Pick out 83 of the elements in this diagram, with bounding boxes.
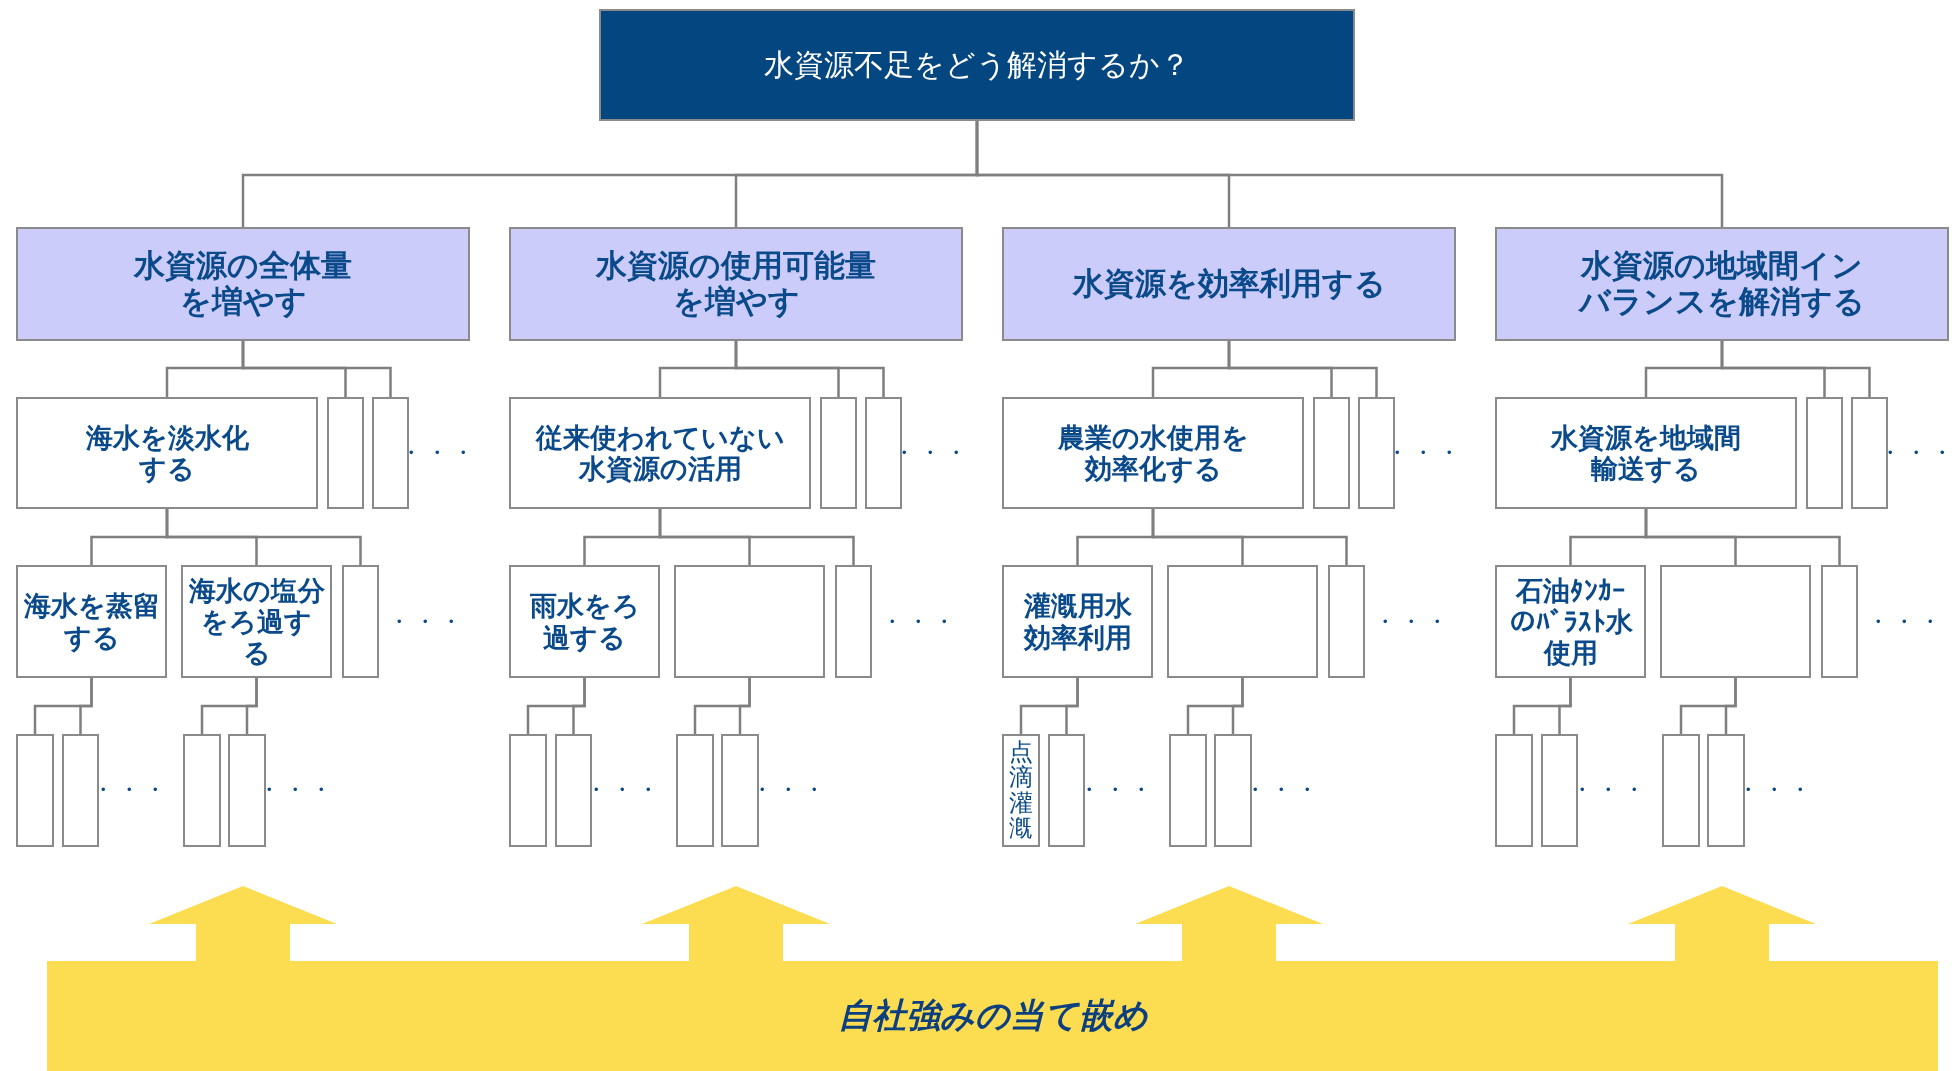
- connector-line: [1558, 678, 1572, 734]
- connector-line: [572, 678, 586, 734]
- category-box: 水資源を効率利用する: [1002, 227, 1456, 341]
- block-arrow: [642, 886, 830, 961]
- ellipsis: ・・・: [893, 439, 971, 467]
- empty-box: [1495, 734, 1533, 847]
- empty-box: [1806, 397, 1843, 509]
- ellipsis: ・・・: [1879, 439, 1957, 467]
- connector-line: [1151, 509, 1348, 565]
- connector-line: [1227, 341, 1378, 397]
- empty-box: [228, 734, 266, 847]
- option-box: 灌漑用水効率利用: [1002, 565, 1153, 678]
- empty-box: [1048, 734, 1085, 847]
- ellipsis: ・・・: [388, 608, 466, 636]
- empty-box: [1660, 565, 1811, 678]
- option-box: 海水の塩分をろ過する: [181, 565, 332, 678]
- connector-line: [975, 121, 1724, 227]
- ellipsis: ・・・: [1867, 608, 1945, 636]
- option-box: 点滴灌漑: [1002, 734, 1040, 847]
- empty-box: [865, 397, 902, 509]
- block-arrow: [1135, 886, 1323, 961]
- category-box: 水資源の全体量を増やす: [16, 227, 470, 341]
- ellipsis: ・・・: [400, 439, 478, 467]
- connector-line: [1644, 509, 1841, 565]
- empty-box: [509, 734, 547, 847]
- empty-box: [372, 397, 409, 509]
- empty-box: [721, 734, 759, 847]
- empty-box: [676, 734, 714, 847]
- empty-box: [1328, 565, 1365, 678]
- connector-line: [658, 509, 855, 565]
- empty-box: [1167, 565, 1318, 678]
- connector-line: [165, 509, 362, 565]
- connector-line: [241, 341, 392, 397]
- connector-line: [1724, 678, 1737, 734]
- block-arrow: [1628, 886, 1816, 961]
- empty-box: [1541, 734, 1578, 847]
- connector-line: [245, 678, 258, 734]
- empty-box: [327, 397, 364, 509]
- category-box: 水資源の地域間インバランスを解消する: [1495, 227, 1949, 341]
- category-box: 水資源の使用可能量を増やす: [509, 227, 963, 341]
- empty-box: [1169, 734, 1207, 847]
- option-box: 水資源を地域間輸送する: [1495, 397, 1797, 509]
- ellipsis: ・・・: [585, 776, 663, 804]
- ellipsis: ・・・: [1374, 608, 1452, 636]
- empty-box: [16, 734, 54, 847]
- empty-box: [820, 397, 857, 509]
- question-box: 水資源不足をどう解消するか？: [599, 9, 1355, 121]
- option-box: 農業の水使用を効率化する: [1002, 397, 1304, 509]
- empty-box: [835, 565, 872, 678]
- ellipsis: ・・・: [1244, 776, 1322, 804]
- empty-box: [62, 734, 99, 847]
- ellipsis: ・・・: [92, 776, 170, 804]
- option-box: 海水を淡水化する: [16, 397, 318, 509]
- connector-line: [738, 678, 751, 734]
- empty-box: [555, 734, 592, 847]
- empty-box: [1851, 397, 1888, 509]
- empty-box: [674, 565, 825, 678]
- block-arrow: [149, 886, 337, 961]
- ellipsis: ・・・: [1386, 439, 1464, 467]
- empty-box: [1214, 734, 1252, 847]
- empty-box: [1313, 397, 1350, 509]
- ellipsis: ・・・: [751, 776, 829, 804]
- ellipsis: ・・・: [881, 608, 959, 636]
- empty-box: [342, 565, 379, 678]
- ellipsis: ・・・: [1078, 776, 1156, 804]
- banner: 自社強みの当て嵌め: [47, 961, 1938, 1071]
- empty-box: [183, 734, 221, 847]
- connector-line: [1231, 678, 1244, 734]
- option-box: 従来使われていない水資源の活用: [509, 397, 811, 509]
- empty-box: [1358, 397, 1395, 509]
- empty-box: [1662, 734, 1700, 847]
- connector-line: [1065, 678, 1079, 734]
- empty-box: [1821, 565, 1858, 678]
- connector-line: [1720, 341, 1871, 397]
- ellipsis: ・・・: [258, 776, 336, 804]
- option-box: 石油ﾀﾝｶｰのﾊﾞﾗｽﾄ水使用: [1495, 565, 1646, 678]
- ellipsis: ・・・: [1571, 776, 1649, 804]
- option-box: 海水を蒸留する: [16, 565, 167, 678]
- ellipsis: ・・・: [1737, 776, 1815, 804]
- option-box: 雨水をろ過する: [509, 565, 660, 678]
- connector-line: [79, 678, 93, 734]
- connector-line: [734, 341, 885, 397]
- empty-box: [1707, 734, 1745, 847]
